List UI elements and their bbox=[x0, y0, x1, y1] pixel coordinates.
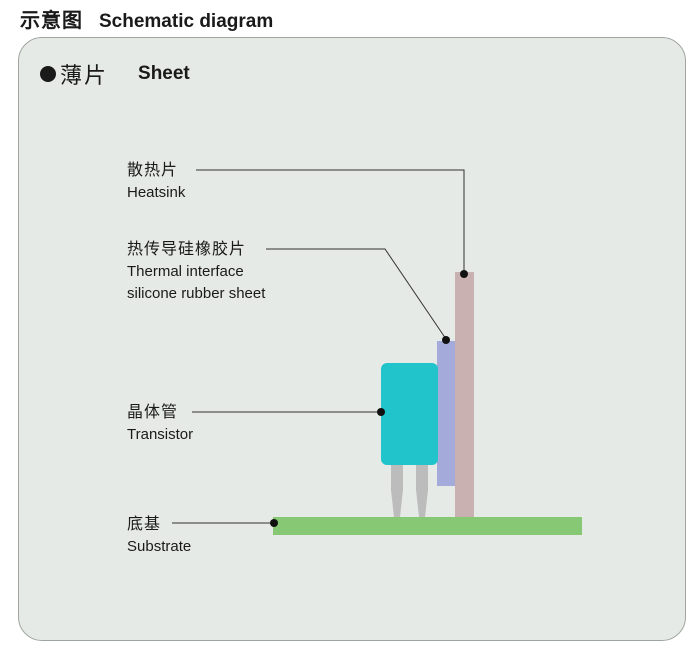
heatsink-label: 散热片 Heatsink bbox=[127, 160, 185, 204]
interface-leader-line bbox=[266, 248, 447, 340]
interface-sheet bbox=[437, 341, 455, 486]
interface-label: 热传导硅橡胶片 Thermal interface silicone rubbe… bbox=[127, 239, 265, 305]
transistor-body bbox=[381, 363, 438, 465]
interface-label-en-line2: silicone rubber sheet bbox=[127, 285, 266, 302]
substrate-bar bbox=[273, 517, 582, 535]
transistor-label-en: Transistor bbox=[127, 426, 194, 443]
substrate-label: 底基 Substrate bbox=[127, 514, 191, 558]
substrate-label-cn: 底基 bbox=[127, 516, 162, 533]
diagram-panel bbox=[18, 37, 686, 641]
transistor-leader-dot bbox=[377, 408, 385, 416]
heatsink-leader-dot bbox=[460, 270, 468, 278]
interface-label-cn: 热传导硅橡胶片 bbox=[127, 241, 247, 258]
heatsink-label-cn: 散热片 bbox=[127, 162, 179, 179]
heatsink-leader-line bbox=[196, 169, 465, 272]
section-title-cn: 薄片 bbox=[60, 63, 109, 88]
interface-label-en-line1: Thermal interface bbox=[127, 263, 244, 280]
substrate-leader-dot bbox=[270, 519, 278, 527]
heatsink-label-en: Heatsink bbox=[127, 184, 186, 201]
title-cn: 示意图 bbox=[20, 10, 83, 32]
transistor-label-cn: 晶体管 bbox=[127, 404, 179, 421]
transistor-leg-right bbox=[416, 463, 428, 517]
transistor-label: 晶体管 Transistor bbox=[127, 402, 193, 446]
interface-leader-dot bbox=[442, 336, 450, 344]
transistor-leg-left bbox=[391, 463, 403, 517]
section-heading: 薄片 Sheet bbox=[40, 58, 190, 90]
section-title-en: Sheet bbox=[138, 63, 190, 84]
heatsink-bar bbox=[455, 272, 474, 517]
substrate-label-en: Substrate bbox=[127, 538, 192, 555]
bullet-icon bbox=[40, 66, 56, 82]
title-en: Schematic diagram bbox=[99, 11, 274, 32]
page-title: 示意图 Schematic diagram bbox=[20, 4, 274, 32]
